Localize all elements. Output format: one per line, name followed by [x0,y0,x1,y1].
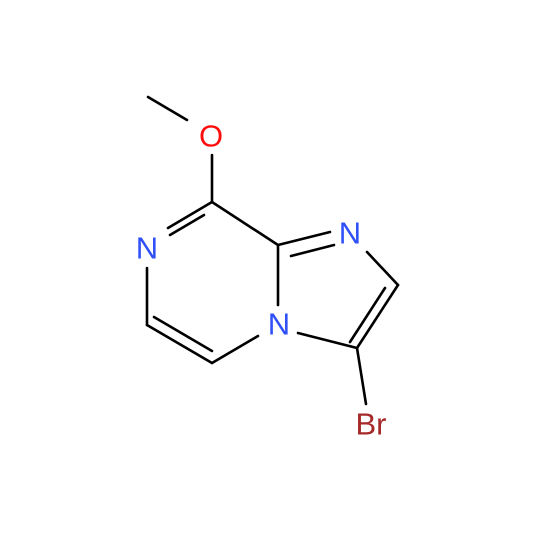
atom-label-layer: O N N N Br [136,119,387,442]
bond-c6-c5-inner [152,315,214,353]
bond-n1-c2 [365,250,400,287]
bond-c8-n7 [166,200,214,230]
oxygen-atom-label: O [199,119,223,154]
bromine-atom-label: Br [356,407,387,442]
bond-c3-br [355,346,368,406]
bond-c2-c3 [355,283,400,350]
bond-c3-n4 [296,331,359,350]
bond-c5-n4 [210,334,260,365]
bond-layer [145,95,400,406]
bond-c8a-c8 [210,200,280,247]
bond-c8-n7-inner [168,213,206,237]
bond-c6-c5 [145,323,214,365]
bond-c8a-n1 [276,230,332,247]
nitrogen-imidazole-label: N [339,216,361,251]
nitrogen-bridgehead-label: N [268,307,290,342]
bond-methyl-oxygen [146,95,189,122]
bond-c2-c3-inner [348,286,387,344]
bond-c8a-n1-inner [289,243,336,258]
nitrogen-pyrazine-label: N [136,231,158,266]
